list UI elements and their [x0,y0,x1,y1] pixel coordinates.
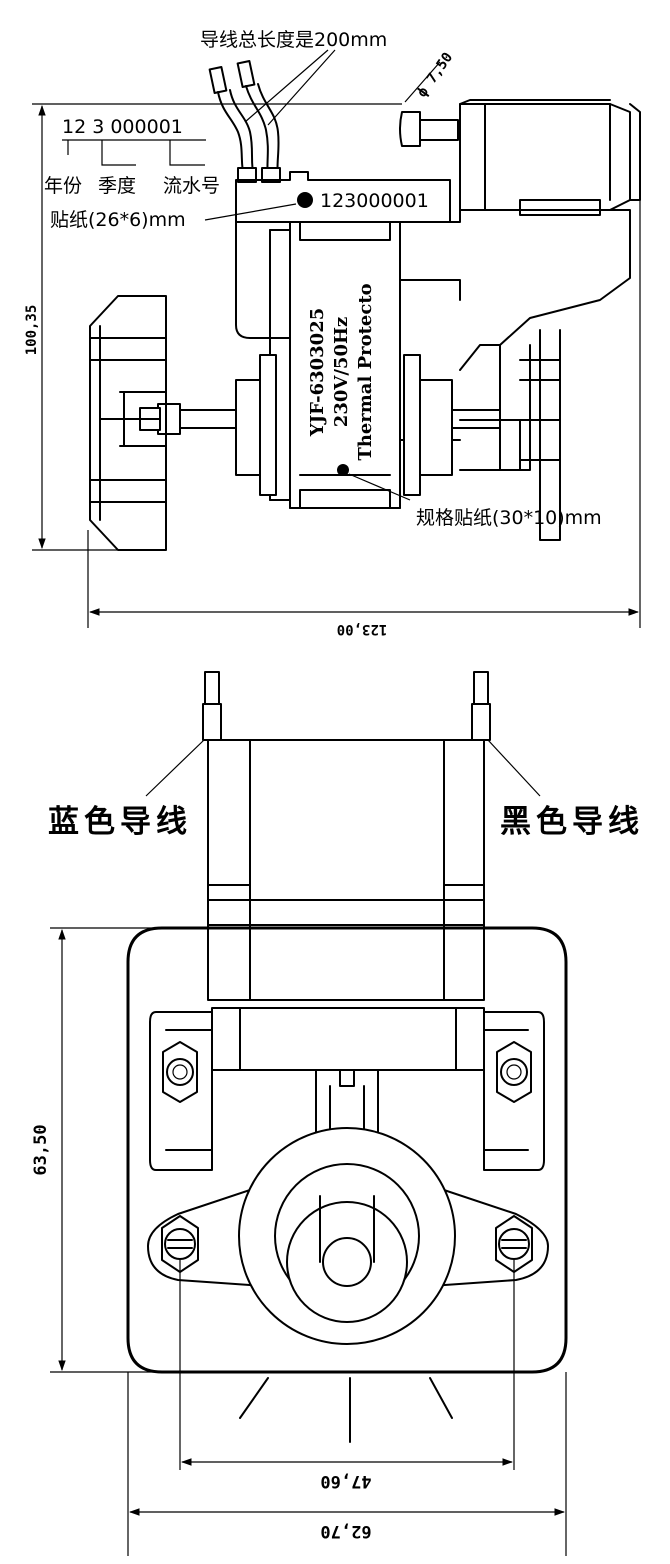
serial-part-quarter: 季度 [98,175,136,197]
side-bracket-right [483,1011,545,1171]
spec-protector: Thermal Protecto [355,283,376,460]
motor-housing [235,99,641,541]
stator-core [269,221,461,509]
upper-body [207,739,485,1001]
gear-arm [147,1127,549,1345]
width-dimension: 123,00 [337,621,388,637]
side-bracket-left [149,1011,213,1171]
fan-blade-stubs [239,1377,453,1443]
mounting-screw-left [161,1215,199,1273]
serial-part-year: 年份 [44,175,82,197]
blue-wire-label: 蓝色导线 [48,804,192,840]
spec-voltage: 230V/50Hz [331,317,352,427]
diameter-label: ϕ 7,50 [414,50,456,101]
plate-width-dimension: 62,70 [320,1521,371,1541]
spec-sticker-dot [337,464,349,476]
lead-wires [208,60,281,183]
top-view: 导线总长度是200mm ϕ 7,50 12 3 000001 年份 季度 流水号… [24,29,641,637]
spec-plate: YJF-6303025 230V/50Hz Thermal Protecto [307,283,376,460]
black-wire-label: 黑色导线 [500,804,644,840]
spec-model: YJF-6303025 [307,308,328,437]
serial-part-sequence: 流水号 [163,175,220,197]
spec-sticker-note: 规格贴纸(30*10)mm [416,507,602,529]
sticker-note: 贴纸(26*6)mm [50,209,186,231]
shaft-assembly [139,354,501,496]
terminals [202,671,491,741]
serial-code: 12 3 000001 [62,116,183,138]
sticker-code: 123000001 [320,190,429,212]
hole-spacing-dimension: 47,60 [320,1471,371,1491]
base-plate [126,926,568,1374]
plate-height-dimension: 63,50 [31,1124,51,1175]
top-dimensions [32,103,641,628]
leader-lines [62,49,441,501]
mounting-screw-right [495,1215,533,1273]
height-dimension: 100,35 [24,305,40,356]
bottom-view: 蓝色导线 黑色导线 63,50 47,60 62,70 [31,671,644,1556]
serial-sticker-dot [297,192,313,208]
lead-length-note: 导线总长度是200mm [200,29,387,51]
bottom-dimensions [50,927,567,1556]
wire-leaders [145,739,541,797]
